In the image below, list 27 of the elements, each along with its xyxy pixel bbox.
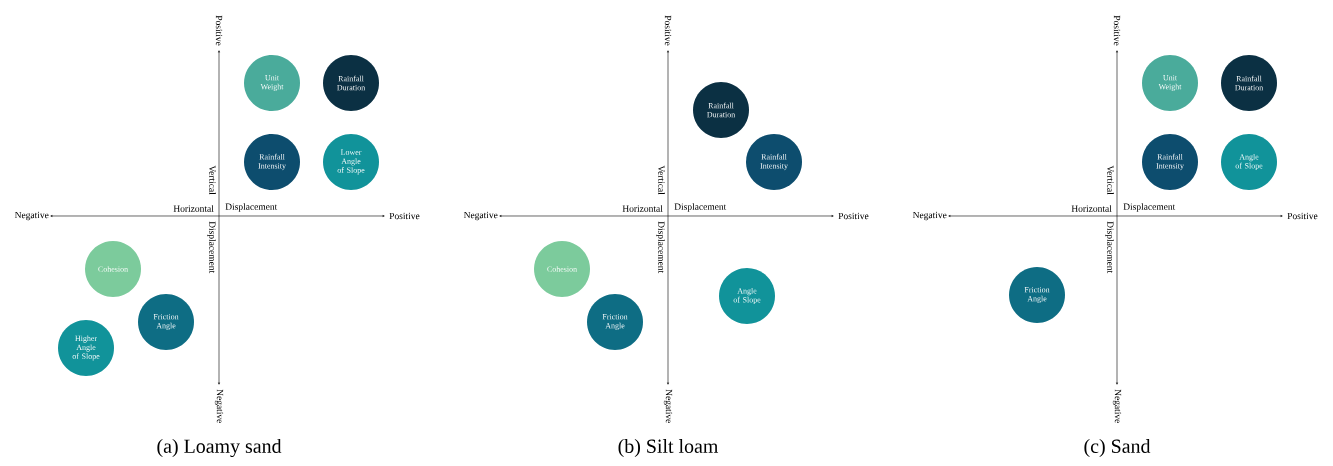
axis-label: Positive <box>664 15 672 46</box>
axis-label: Displacement <box>656 221 665 274</box>
axis-label: Displacement <box>207 221 216 274</box>
panel-caption: (a) Loamy sand <box>157 438 282 458</box>
axis-label: Horizontal <box>1071 205 1112 212</box>
axis-label: Negative <box>1112 389 1122 424</box>
axis-label: Negative <box>214 389 224 424</box>
axis-label: Vertical <box>658 165 665 195</box>
panel-caption: (c) Sand <box>1084 438 1151 457</box>
axis-label: Positive <box>1113 15 1121 46</box>
axis-label: Displacement <box>225 203 278 212</box>
axis-label: Displacement <box>1123 203 1176 212</box>
axis-label: Positive <box>838 212 869 220</box>
axis-label: Positive <box>1287 212 1318 220</box>
axis-label: Negative <box>463 211 498 221</box>
axis-label: Negative <box>14 211 49 221</box>
axis-label: Positive <box>215 15 223 46</box>
axis-label: Vertical <box>209 165 216 195</box>
axis-label: Negative <box>663 389 673 424</box>
axis-label: Horizontal <box>173 205 214 212</box>
axis-label: Positive <box>389 212 420 220</box>
axis-label: Displacement <box>674 203 727 212</box>
axis-label: Horizontal <box>622 205 663 212</box>
panel-caption: (b) Silt loam <box>618 438 719 457</box>
axis-label: Displacement <box>1105 221 1114 274</box>
axis-label: Vertical <box>1107 165 1114 195</box>
axis-label: Negative <box>912 211 947 221</box>
